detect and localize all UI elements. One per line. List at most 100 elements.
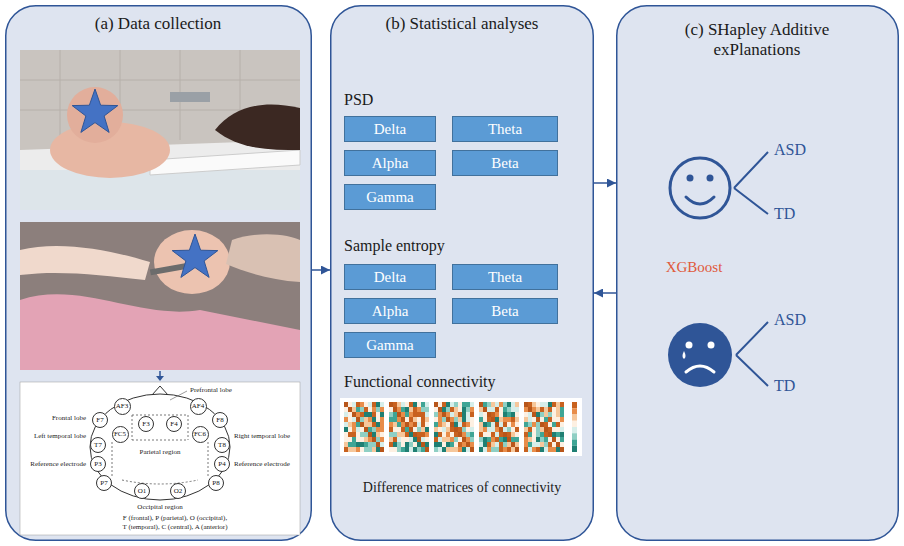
matrix-cell <box>425 422 429 427</box>
matrix-cell <box>401 422 405 427</box>
matrix-cell <box>446 417 450 422</box>
matrix-cell <box>556 427 560 432</box>
matrix-cell <box>380 402 384 407</box>
matrix-cell <box>409 442 413 447</box>
matrix-cell <box>540 422 544 427</box>
matrix-cell <box>344 447 348 452</box>
matrix-cell <box>425 402 429 407</box>
matrix-cell <box>434 427 438 432</box>
matrix-cell <box>401 402 405 407</box>
matrix-cell <box>421 402 425 407</box>
eye <box>707 175 714 182</box>
matrix-cell <box>532 407 536 412</box>
matrix-cell <box>413 432 417 437</box>
matrix-cell <box>462 432 466 437</box>
matrix-cell <box>393 407 397 412</box>
matrix-cell <box>413 412 417 417</box>
matrix-cell <box>372 412 376 417</box>
map-label: Left temporal lobe <box>34 432 86 440</box>
matrix-cell <box>491 427 495 432</box>
matrix-cell <box>450 432 454 437</box>
matrix-cell <box>499 407 503 412</box>
matrix-cell <box>491 407 495 412</box>
electrode-node: AF4 <box>190 398 207 415</box>
matrix-cell <box>401 412 405 417</box>
matrix-cell <box>548 417 552 422</box>
matrix-cell <box>352 442 356 447</box>
head-outline <box>90 394 230 500</box>
matrix-cell <box>352 407 356 412</box>
matrix-cell <box>556 447 560 452</box>
matrix-cell <box>454 407 458 412</box>
panel-text: XGBoost <box>666 259 723 276</box>
map-label: Occipital region <box>137 503 182 511</box>
matrix-cell <box>368 432 372 437</box>
matrix-cell <box>380 412 384 417</box>
matrix-cell <box>536 412 540 417</box>
matrix-cell <box>425 447 429 452</box>
matrix-cell <box>434 437 438 442</box>
matrix-cell <box>376 412 380 417</box>
matrix-cell <box>528 442 532 447</box>
matrix-cell <box>356 432 360 437</box>
panel-text: Sample entropy <box>344 237 445 255</box>
matrix-cell <box>479 422 483 427</box>
matrix-cell <box>552 417 556 422</box>
faucet <box>170 92 210 102</box>
face-outline <box>670 158 730 218</box>
matrix-cell <box>458 442 462 447</box>
matrix-cell <box>442 447 446 452</box>
matrix-cell <box>536 447 540 452</box>
matrix-cell <box>483 417 487 422</box>
matrix-cell <box>458 422 462 427</box>
matrix-cell <box>376 427 380 432</box>
matrix-cell <box>360 412 364 417</box>
matrix-cell <box>515 402 519 407</box>
electrode-name: AF3 <box>116 403 128 410</box>
matrix-cell <box>511 417 515 422</box>
matrix-cell <box>364 422 368 427</box>
feature-name: Gamma <box>366 190 413 205</box>
matrix-cell <box>507 422 511 427</box>
matrix-cell <box>548 407 552 412</box>
matrix-cell <box>389 447 393 452</box>
matrix-cell <box>352 402 356 407</box>
matrix-cell <box>458 417 462 422</box>
electrode-node: FC6 <box>192 426 209 443</box>
matrix-cell <box>466 447 470 452</box>
matrix-cell <box>438 432 442 437</box>
matrix-cell <box>401 427 405 432</box>
map-ground <box>20 382 300 535</box>
matrix-cell <box>450 407 454 412</box>
matrix-cell <box>397 417 401 422</box>
feature-name: Delta <box>374 122 406 137</box>
flow-arrow <box>594 182 616 184</box>
matrix-cell <box>413 407 417 412</box>
branch-line <box>734 152 768 214</box>
matrix-cell <box>507 437 511 442</box>
matrix-cell <box>364 432 368 437</box>
matrix-cell <box>544 427 548 432</box>
matrix-cell <box>372 442 376 447</box>
matrix-cell <box>364 442 368 447</box>
map-label: Right temporal lobe <box>234 432 290 440</box>
matrix-cell <box>536 432 540 437</box>
matrix-cell <box>458 407 462 412</box>
matrix-cell <box>368 427 372 432</box>
matrix-cell <box>528 402 532 407</box>
matrix-cell <box>524 437 528 442</box>
matrix-cell <box>466 432 470 437</box>
matrix-cell <box>409 432 413 437</box>
matrix-cell <box>528 407 532 412</box>
matrix-cell <box>360 422 364 427</box>
matrix-cell <box>556 442 560 447</box>
matrix-cell <box>532 417 536 422</box>
matrix-cell <box>556 402 560 407</box>
matrix-cell <box>479 442 483 447</box>
matrix-cell <box>483 427 487 432</box>
matrix-cell <box>499 417 503 422</box>
matrix-cell <box>552 402 556 407</box>
matrix-cell <box>470 402 474 407</box>
matrix-cell <box>417 417 421 422</box>
matrix-cell <box>536 442 540 447</box>
